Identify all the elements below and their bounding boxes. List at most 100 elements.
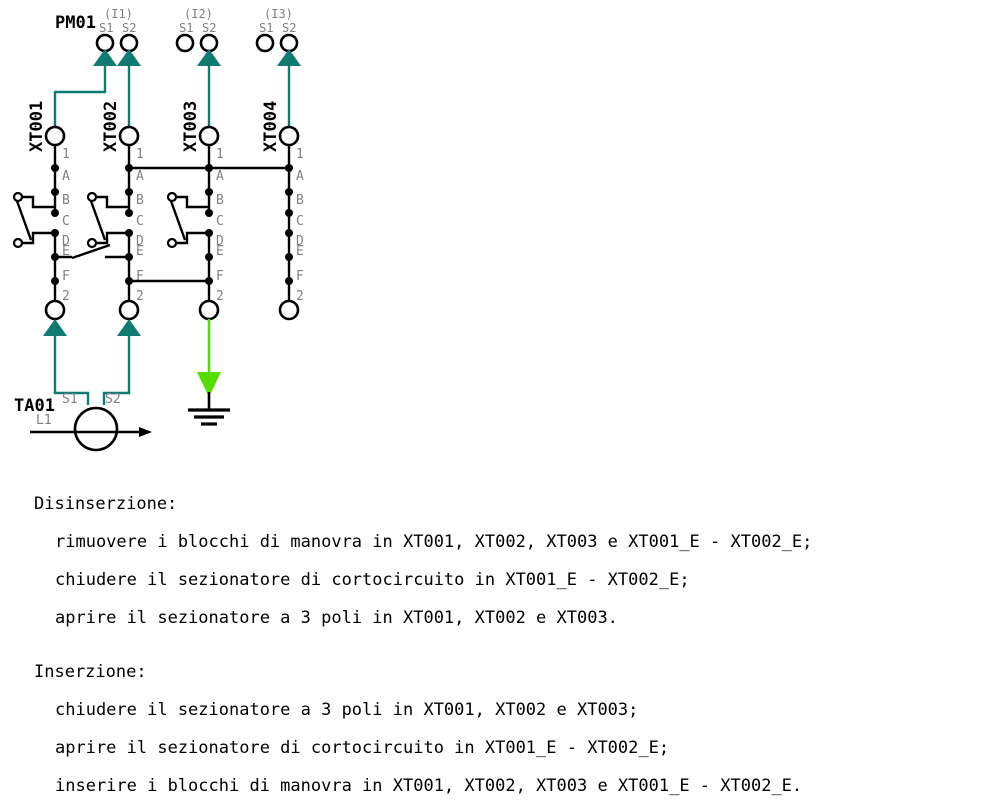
node-label-xt001-f: F [62, 269, 70, 284]
terminal-block-xt004: XT004 1 A B C D E F 2 [261, 101, 304, 321]
input-group-i1-s2-label: S2 [122, 21, 136, 35]
terminal-xt002-pin1[interactable] [118, 125, 140, 147]
ct-line-label-l1: L1 [36, 413, 52, 428]
disconnector-xt002-upper-link [95, 195, 129, 209]
input-group-i3-s2-label: S2 [282, 21, 296, 35]
earth-ground-icon [188, 392, 230, 426]
input-group-i2-s2-label: S2 [202, 21, 216, 35]
procedure-step-inserzione-1: chiudere il sezionatore a 3 poli in XT00… [55, 700, 639, 720]
input-group-i1-s1-label: S1 [99, 21, 113, 35]
disconnector-xt003-blade [169, 200, 187, 241]
procedure-heading-disinserzione: Disinserzione: [34, 494, 178, 514]
procedure-step-disinserzione-1: rimuovere i blocchi di manovra in XT001,… [55, 532, 813, 552]
earth-arrow-icon [197, 372, 221, 397]
node-xt004-b [285, 188, 293, 196]
procedure-step-disinserzione-3: aprire il sezionatore a 3 poli in XT001,… [55, 608, 618, 628]
input-group-i3: (I3) S1 S2 [255, 7, 301, 66]
node-xt004-f [285, 277, 293, 285]
disconnector-xt003-upper-link [175, 195, 209, 209]
terminal-xt004-pin2-label: 2 [296, 289, 304, 304]
disconnector-xt001-upper-link [21, 195, 55, 209]
input-terminal-i3-s1[interactable] [255, 33, 275, 53]
procedure-block-inserzione: Inserzione: chiudere il sezionatore a 3 … [0, 653, 1008, 805]
node-label-xt002-d: D [136, 234, 144, 249]
terminal-xt003-pin1-label: 1 [216, 147, 224, 162]
disconnector-xt002-contact [86, 237, 98, 249]
signal-arrow-i3-s2 [277, 49, 301, 66]
input-group-i1: (I1) S1 S2 [93, 7, 141, 66]
terminal-xt002-pin2-label: 2 [136, 289, 144, 304]
procedure-heading-inserzione: Inserzione: [34, 662, 147, 682]
disconnector-xt001-lower-link [22, 231, 55, 245]
node-label-xt004-b: B [296, 193, 304, 208]
terminal-xt004-pin2[interactable] [278, 299, 300, 321]
terminal-xt001-pin2-label: 2 [62, 289, 70, 304]
disconnector-3pole-xt003[interactable] [166, 191, 209, 249]
disconnector-3pole-xt001[interactable] [12, 191, 55, 249]
input-group-i3-name: (I3) [264, 7, 293, 21]
disconnector-xt001-pivot [12, 191, 24, 203]
node-label-xt004-a: A [296, 169, 304, 184]
input-group-i1-name: (I1) [104, 7, 133, 21]
procedure-block-disinserzione: Disinserzione: rimuovere i blocchi di ma… [0, 485, 1008, 637]
terminal-xt003-pin1[interactable] [198, 125, 220, 147]
procedure-step-disinserzione-2: chiudere il sezionatore di cortocircuito… [55, 570, 690, 590]
node-label-xt003-d: D [216, 234, 224, 249]
terminal-xt003-pin2[interactable] [198, 299, 220, 321]
node-label-xt003-a: A [216, 169, 224, 184]
terminal-block-xt003-label: XT003 [181, 101, 201, 152]
disconnector-3pole-xt002[interactable] [86, 191, 129, 249]
terminal-xt001-pin2[interactable] [44, 299, 66, 321]
input-terminal-i1-s1[interactable] [95, 33, 115, 53]
node-label-xt004-f: F [296, 269, 304, 284]
node-label-xt003-c: C [216, 214, 224, 229]
node-xt001-c [51, 209, 59, 217]
schematic-canvas: PM01 (I1) S1 S2 (I2) S1 S2 (I3) S1 S2 [12, 7, 304, 452]
wire-xt001-to-i1-s1 [53, 66, 107, 128]
terminal-xt001-pin1-label: 1 [62, 147, 70, 162]
wire-xt002-pin2-to-ta01-s2 [102, 325, 131, 405]
node-xt002-c [125, 209, 133, 217]
disconnector-xt003-contact [166, 237, 178, 249]
node-label-xt002-f: F [136, 269, 144, 284]
terminal-xt004-pin1[interactable] [278, 125, 300, 147]
ct-terminal-s1-label: S1 [62, 392, 78, 407]
terminal-xt002-pin2[interactable] [118, 299, 140, 321]
short-circuit-disconnector[interactable] [55, 243, 129, 260]
node-label-xt004-c: C [296, 214, 304, 229]
input-terminal-i1-s2[interactable] [119, 33, 139, 53]
terminal-xt001-pin1[interactable] [44, 125, 66, 147]
short-circuit-disconnector-blade [71, 243, 111, 260]
ct-terminal-s2-label: S2 [105, 392, 121, 407]
node-label-xt001-c: C [62, 214, 70, 229]
node-label-xt003-b: B [216, 193, 224, 208]
disconnector-xt001-contact [12, 237, 24, 249]
current-transformer-ta01: TA01 S1 S2 L1 [14, 392, 152, 452]
node-label-xt003-e: E [216, 244, 224, 259]
input-terminal-i2-s2[interactable] [199, 33, 219, 53]
procedure-step-inserzione-2: aprire il sezionatore di cortocircuito i… [55, 738, 670, 758]
terminal-xt004-pin1-label: 1 [296, 147, 304, 162]
input-terminal-i3-s2[interactable] [279, 33, 299, 53]
disconnector-xt003-lower-link [176, 231, 209, 245]
node-xt003-c [205, 209, 213, 217]
node-label-xt003-f: F [216, 269, 224, 284]
terminal-block-xt001: XT001 1 A B C D E [12, 101, 70, 321]
input-terminal-i2-s1[interactable] [175, 33, 195, 53]
signal-arrow-i1-s2 [117, 49, 141, 66]
node-label-xt001-e: E [62, 244, 70, 259]
node-label-xt001-b: B [62, 193, 70, 208]
node-xt004-d [285, 229, 293, 237]
signal-arrow-i2-s2 [197, 49, 221, 66]
input-group-i2-name: (I2) [184, 7, 213, 21]
node-label-xt004-e: E [296, 244, 304, 259]
input-group-i2-s1-label: S1 [179, 21, 193, 35]
terminal-xt003-pin2-label: 2 [216, 289, 224, 304]
input-group-i2: (I2) S1 S2 [175, 7, 221, 66]
node-label-xt002-e: E [136, 244, 144, 259]
terminal-block-xt002: XT002 1 A B C D E [86, 101, 144, 321]
signal-arrow-i1-s1 [93, 49, 117, 66]
disconnector-xt001-blade [15, 200, 33, 241]
signal-arrow-xt002-pin2 [117, 319, 141, 336]
